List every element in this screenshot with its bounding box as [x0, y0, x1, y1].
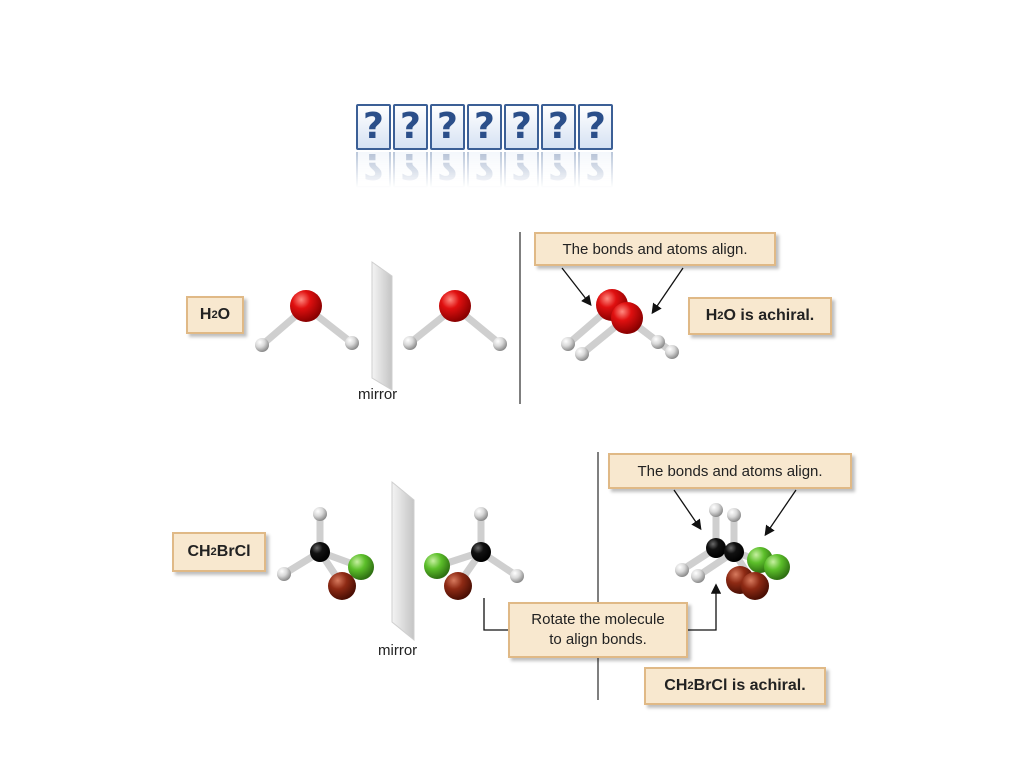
- water-molecule-right: [403, 290, 507, 351]
- title-glyph: ?: [356, 104, 391, 150]
- title-glyph: ?: [578, 104, 613, 150]
- carbon-atom: [471, 542, 491, 562]
- mirror-plane-top: [371, 261, 393, 391]
- hydrogen-atom: [493, 337, 507, 351]
- chlorine-atom: [424, 553, 450, 579]
- oxygen-atom: [439, 290, 471, 322]
- hydrogen-atom: [474, 507, 488, 521]
- rotate-arrow: [688, 583, 722, 631]
- hydrogen-atom: [665, 345, 679, 359]
- ch2brcl-molecule-right: [424, 507, 524, 600]
- water-molecule-superimposed: [561, 289, 679, 361]
- hydrogen-atom: [255, 338, 269, 352]
- result-suffix: O is achiral.: [723, 307, 815, 324]
- hydrogen-atom: [651, 335, 665, 349]
- hydrogen-atom: [575, 347, 589, 361]
- rotate-connector: [483, 598, 508, 631]
- hydrogen-atom: [709, 503, 723, 517]
- hydrogen-atom: [313, 507, 327, 521]
- formula-subscript: 2: [687, 680, 694, 692]
- result-suffix: BrCl is achiral.: [693, 677, 806, 694]
- chlorine-atom: [348, 554, 374, 580]
- water-molecule-left: [255, 290, 359, 352]
- rotate-callout-line1: Rotate the molecule: [531, 611, 665, 628]
- oxygen-atom: [290, 290, 322, 322]
- title-glyph: ?: [467, 104, 502, 150]
- align-callout-bottom: The bonds and atoms align.: [608, 453, 852, 489]
- mirror-label-top: mirror: [358, 386, 398, 403]
- hydrogen-atom: [727, 508, 741, 522]
- align-callout-top: The bonds and atoms align.: [534, 232, 776, 266]
- title-glyph: ?: [430, 104, 465, 150]
- rotate-callout: Rotate the molecule to align bonds.: [508, 602, 688, 658]
- title-glyphs: ? ? ? ? ? ? ?: [356, 104, 613, 150]
- hydrogen-atom: [561, 337, 575, 351]
- formula-subscript: 2: [210, 546, 217, 558]
- callout-arrow: [764, 489, 797, 537]
- oxygen-atom: [611, 302, 643, 334]
- formula-suffix: O: [217, 306, 231, 323]
- bromine-atom: [741, 572, 769, 600]
- callout-arrow: [673, 489, 702, 531]
- mirror-label-bottom: mirror: [378, 642, 418, 659]
- ch2brcl-molecule-superimposed: [675, 503, 790, 600]
- mirror-plane-bottom: [391, 480, 415, 642]
- hydrogen-atom: [345, 336, 359, 350]
- formula-prefix: CH: [664, 677, 688, 694]
- formula-subscript: 2: [211, 309, 218, 321]
- title-glyph: ?: [541, 104, 576, 150]
- hydrogen-atom: [675, 563, 689, 577]
- formula-prefix: H: [705, 307, 718, 324]
- formula-subscript: 2: [717, 310, 724, 322]
- carbon-atom: [724, 542, 744, 562]
- formula-suffix: BrCl: [216, 543, 251, 560]
- formula-prefix: H: [199, 306, 212, 323]
- hydrogen-atom: [277, 567, 291, 581]
- hydrogen-atom: [510, 569, 524, 583]
- chlorine-atom: [764, 554, 790, 580]
- bromine-atom: [328, 572, 356, 600]
- title-glyph: ?: [504, 104, 539, 150]
- formula-prefix: CH: [187, 543, 211, 560]
- carbon-atom: [310, 542, 330, 562]
- carbon-atom: [706, 538, 726, 558]
- hydrogen-atom: [403, 336, 417, 350]
- hydrogen-atom: [691, 569, 705, 583]
- bromine-atom: [444, 572, 472, 600]
- callout-arrow: [561, 267, 592, 307]
- title-glyph: ?: [393, 104, 428, 150]
- callout-arrow: [651, 267, 684, 315]
- ch2brcl-molecule-left: [277, 507, 374, 600]
- rotate-callout-line2: to align bonds.: [549, 631, 647, 648]
